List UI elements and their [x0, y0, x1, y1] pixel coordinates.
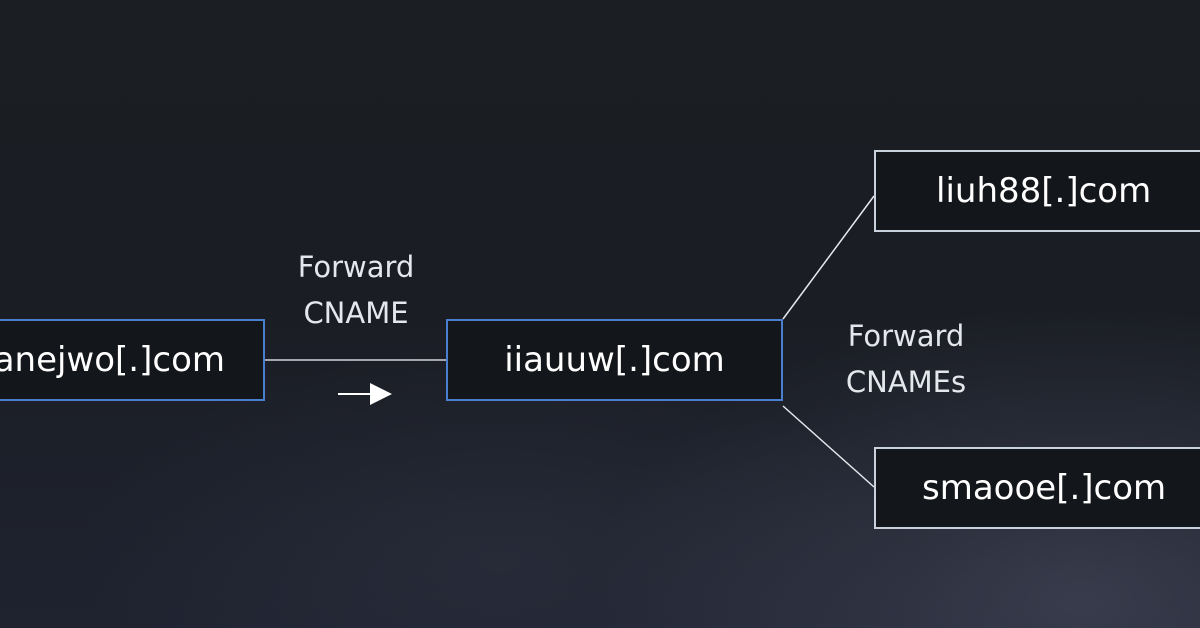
- edge-label-forward-cnames: Forward CNAMEs: [818, 313, 994, 405]
- node-smaooe-label: smaooe[.]com: [922, 468, 1167, 508]
- edge-label-forward-cnames-line2: CNAMEs: [845, 365, 967, 399]
- edge-label-forward-cnames-line1: Forward: [847, 319, 965, 353]
- node-anejwo: anejwo[.]com: [0, 319, 265, 401]
- connector-center-to-bottom: [782, 405, 875, 488]
- edge-label-forward-cname-line2: CNAME: [303, 296, 409, 330]
- node-iiauuw-label: iiauuw[.]com: [504, 340, 725, 380]
- edge-label-forward-cname: Forward CNAME: [266, 244, 446, 336]
- node-liuh88: liuh88[.]com: [874, 150, 1200, 232]
- connector-center-to-top: [782, 195, 875, 320]
- node-iiauuw: iiauuw[.]com: [446, 319, 783, 401]
- node-smaooe: smaooe[.]com: [874, 447, 1200, 529]
- edge-label-forward-cname-line1: Forward: [297, 250, 415, 284]
- arrow-right-icon: [338, 383, 392, 405]
- node-anejwo-label: anejwo[.]com: [0, 340, 225, 380]
- node-liuh88-label: liuh88[.]com: [936, 171, 1152, 211]
